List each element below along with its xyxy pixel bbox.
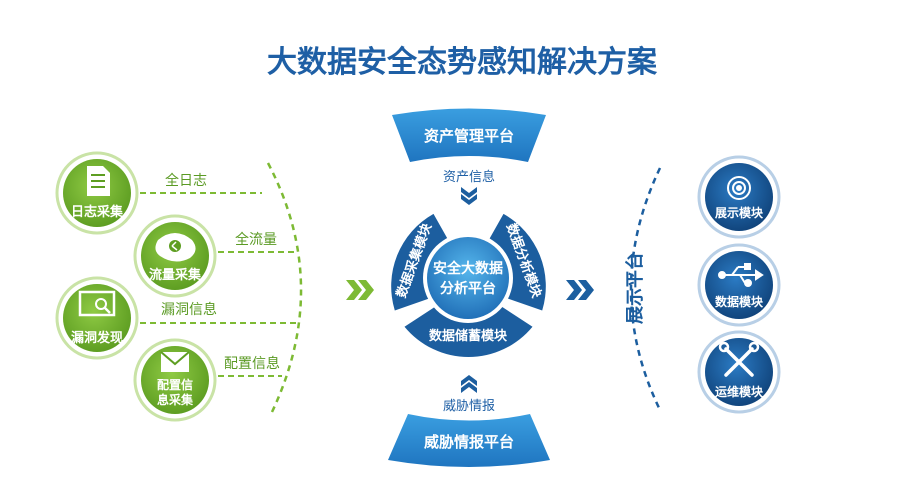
traffic-icon — [155, 233, 196, 262]
link-label: 配置信息 — [224, 355, 280, 372]
source-name-line1: 配置信 — [157, 377, 193, 392]
link-label: 资产信息 — [443, 169, 495, 185]
source-vulnerability-discovery: 漏洞发现 — [55, 276, 139, 360]
target-icon — [727, 176, 751, 200]
module-name: 展示模块 — [715, 205, 764, 220]
source-log-collection: 日志采集 — [55, 151, 139, 235]
link-label: 威胁情报 — [443, 399, 495, 414]
envelope-icon — [160, 351, 190, 372]
hub-label-line2: 分析平台 — [440, 280, 496, 297]
document-icon — [87, 166, 110, 196]
double-chevron-down-icon — [461, 187, 477, 205]
module-label: 数据储蓄模块 — [429, 328, 508, 344]
asset-management-platform: 资产管理平台 — [392, 108, 546, 162]
module-name: 数据模块 — [715, 294, 764, 309]
output-data-module: 数据模块 — [697, 243, 781, 327]
display-platform-label: 展示平台 — [624, 252, 646, 324]
source-name: 漏洞发现 — [71, 330, 123, 346]
usb-icon — [718, 263, 764, 287]
left-dashed-arc — [266, 162, 303, 413]
source-config-collection: 配置信 息采集 — [133, 338, 217, 422]
double-chevron-up-icon — [461, 375, 477, 393]
module-name: 运维模块 — [715, 384, 764, 399]
hub-analysis-platform: 安全大数据 分析平台 — [423, 233, 513, 323]
double-chevron-right-icon — [566, 280, 594, 300]
output-ops-module: 运维模块 — [697, 330, 781, 414]
right-dashed-arc — [629, 167, 662, 411]
source-name-line2: 息采集 — [157, 392, 194, 407]
threat-intelligence-platform: 威胁情报平台 — [388, 414, 550, 467]
platform-label: 威胁情报平台 — [424, 433, 514, 451]
tools-icon — [718, 341, 760, 377]
source-name: 日志采集 — [71, 204, 124, 220]
double-chevron-right-icon — [346, 280, 374, 300]
source-name: 流量采集 — [149, 267, 202, 283]
hub-label-line1: 安全大数据 — [433, 260, 503, 277]
page-title: 大数据安全态势感知解决方案 — [267, 45, 658, 80]
link-label: 漏洞信息 — [161, 301, 217, 318]
link-label: 全日志 — [165, 172, 207, 189]
source-traffic-collection: 流量采集 — [133, 214, 217, 298]
output-display-module: 展示模块 — [697, 155, 781, 239]
monitor-search-icon — [78, 290, 116, 317]
ring-segment-storage: 数据储蓄模块 — [404, 305, 533, 357]
platform-label: 资产管理平台 — [424, 127, 514, 145]
link-label: 全流量 — [235, 231, 277, 248]
